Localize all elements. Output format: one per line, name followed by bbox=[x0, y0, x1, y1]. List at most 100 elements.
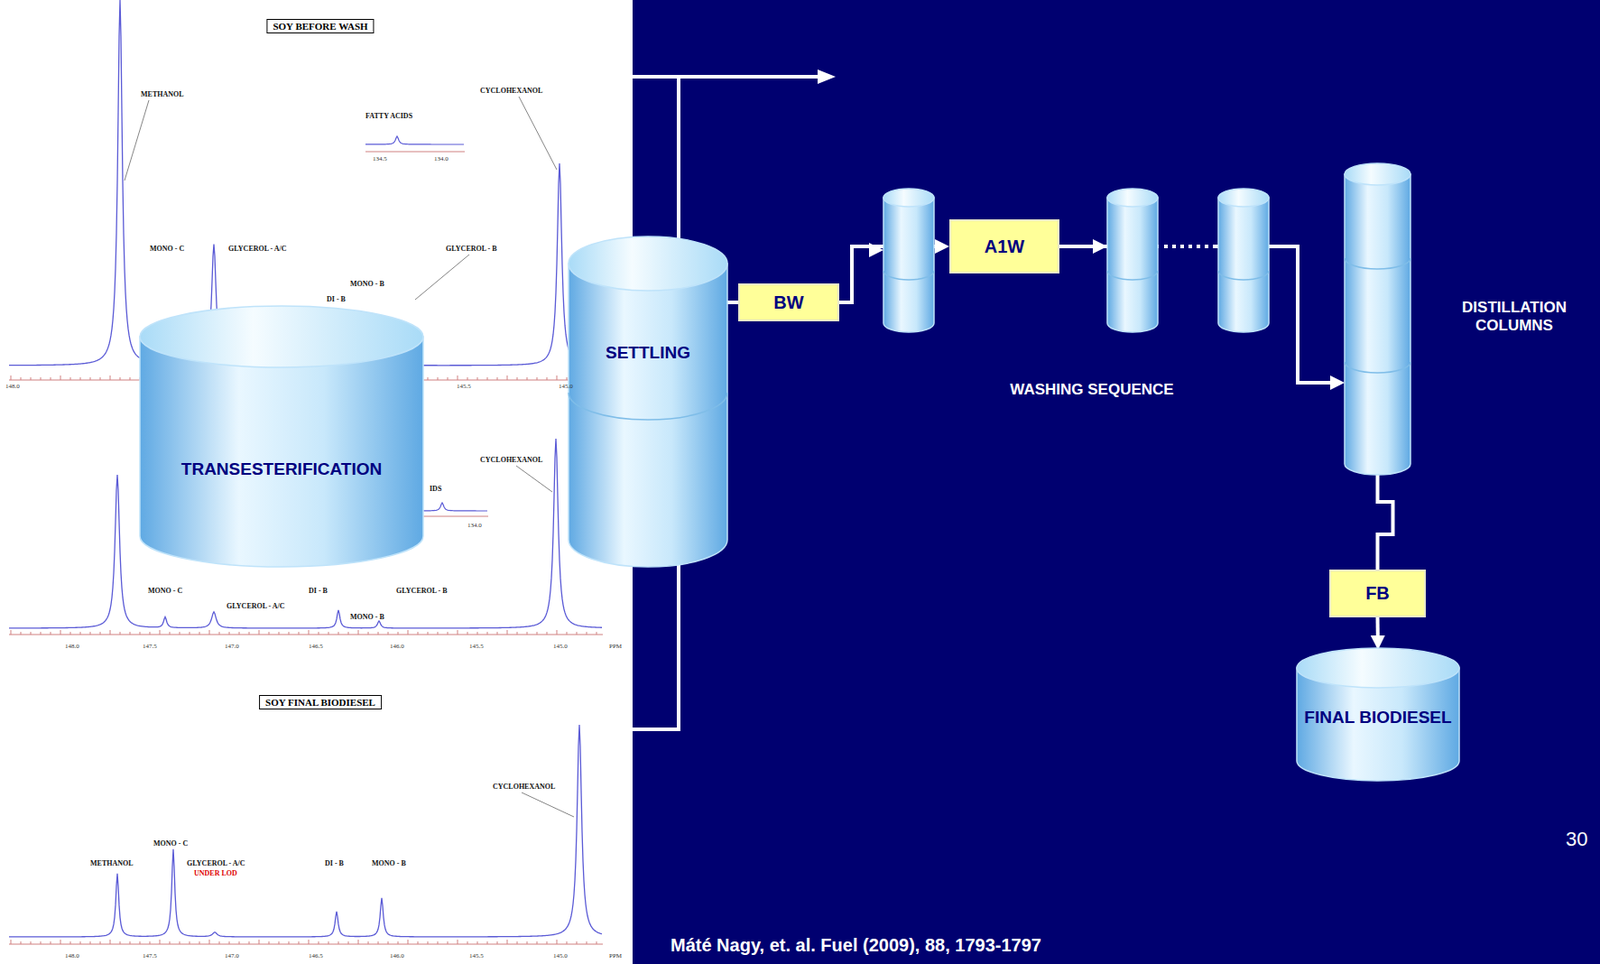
cylinder-top bbox=[1296, 647, 1460, 688]
axis-value: 134.5 bbox=[372, 155, 388, 163]
peak-label: MONO - C bbox=[149, 244, 185, 253]
cylinder-body bbox=[139, 336, 424, 567]
axis-tick bbox=[447, 941, 449, 944]
cylinder-divider bbox=[1344, 361, 1411, 373]
washing-cylinder bbox=[1218, 188, 1269, 333]
axis-tick bbox=[497, 631, 499, 635]
axis-tick bbox=[507, 629, 509, 635]
axis-tick bbox=[427, 941, 429, 944]
peak-label: IDS bbox=[429, 484, 442, 493]
axis-tick bbox=[298, 941, 300, 944]
axis-value: 134.0 bbox=[434, 155, 449, 163]
axis-tick bbox=[90, 941, 92, 944]
axis-tick bbox=[566, 941, 568, 944]
axis-tick bbox=[338, 631, 340, 635]
axis-tick bbox=[40, 941, 42, 944]
axis-tick bbox=[80, 631, 82, 635]
axis-tick bbox=[368, 631, 370, 635]
axis-tick bbox=[427, 631, 429, 635]
axis-tick bbox=[586, 631, 588, 635]
axis-tick bbox=[60, 375, 62, 380]
axis-tick bbox=[477, 941, 479, 944]
axis-tick bbox=[437, 631, 439, 635]
arrow-head bbox=[817, 69, 836, 84]
axis-tick bbox=[328, 631, 330, 635]
peak-label: GLYCEROL - A/C bbox=[186, 859, 246, 868]
axis-tick bbox=[278, 941, 280, 944]
axis-tick bbox=[586, 941, 588, 944]
axis-tick bbox=[487, 631, 489, 635]
dot bbox=[1196, 244, 1201, 249]
axis-tick bbox=[219, 631, 221, 635]
axis-tick bbox=[30, 631, 32, 635]
citation: Máté Nagy, et. al. Fuel (2009), 88, 1793… bbox=[670, 934, 1042, 956]
axis-tick bbox=[308, 629, 310, 635]
cylinder-top bbox=[883, 188, 935, 207]
peak-label: DI - B bbox=[324, 859, 344, 868]
axis-tick bbox=[497, 941, 499, 944]
inset-axis bbox=[423, 516, 489, 518]
axis-tick bbox=[120, 377, 121, 380]
cylinder-body bbox=[1107, 197, 1158, 333]
axis-tick bbox=[467, 631, 469, 635]
peak-label: MONO - B bbox=[350, 612, 385, 621]
axis-tick bbox=[30, 941, 32, 944]
axis-value: 134.0 bbox=[467, 521, 482, 529]
axis-tick bbox=[110, 629, 111, 635]
axis-tick bbox=[517, 377, 518, 380]
axis-tick bbox=[219, 941, 221, 944]
washing-cylinder bbox=[1107, 188, 1158, 333]
axis-tick bbox=[338, 941, 340, 944]
axis-value: 147.0 bbox=[224, 642, 240, 650]
axis-tick bbox=[536, 631, 538, 635]
axis-tick bbox=[517, 631, 518, 635]
axis-tick bbox=[169, 631, 171, 635]
axis-tick bbox=[288, 941, 290, 944]
spectrum-axis bbox=[9, 634, 603, 636]
spectrum-axis bbox=[9, 943, 603, 945]
axis-tick bbox=[388, 941, 389, 944]
cylinder-body bbox=[1344, 174, 1411, 475]
axis-value: 146.0 bbox=[389, 952, 405, 960]
axis-tick bbox=[100, 377, 102, 380]
axis-value: 146.5 bbox=[308, 642, 324, 650]
axis-tick bbox=[239, 941, 241, 944]
axis-tick bbox=[80, 377, 82, 380]
axis-tick bbox=[507, 375, 509, 380]
axis-tick bbox=[50, 941, 52, 944]
axis-tick bbox=[467, 377, 469, 380]
axis-tick bbox=[229, 941, 231, 944]
washing-cylinder bbox=[883, 188, 935, 333]
peak-label: MONO - B bbox=[371, 859, 407, 868]
axis-tick bbox=[258, 939, 260, 944]
axis-tick bbox=[249, 631, 250, 635]
cylinder-shape bbox=[1344, 163, 1411, 475]
axis-tick bbox=[546, 941, 548, 944]
inset-trace bbox=[365, 136, 464, 145]
axis-tick bbox=[110, 939, 111, 944]
leader-line bbox=[124, 100, 149, 181]
axis-tick bbox=[348, 941, 350, 944]
axis-tick bbox=[10, 629, 12, 635]
peak-label: MONO - C bbox=[153, 839, 188, 848]
stream-box: FB bbox=[1329, 569, 1426, 618]
axis-tick bbox=[378, 941, 380, 944]
vessel-cylinder: TRANSESTERIFICATION bbox=[139, 305, 424, 567]
dot bbox=[1204, 244, 1209, 249]
axis-tick bbox=[149, 631, 151, 635]
axis-tick bbox=[397, 941, 399, 944]
vessel-cylinder: FINAL BIODIESEL bbox=[1296, 647, 1460, 781]
axis-tick bbox=[328, 941, 330, 944]
dot bbox=[1188, 244, 1193, 249]
cylinder-body bbox=[883, 197, 935, 333]
axis-tick bbox=[50, 631, 52, 635]
axis-tick bbox=[209, 629, 211, 635]
axis-tick bbox=[129, 377, 131, 380]
axis-tick bbox=[80, 941, 82, 944]
axis-tick bbox=[120, 631, 121, 635]
axis-tick bbox=[100, 631, 102, 635]
axis-value: 145.0 bbox=[558, 382, 574, 390]
cylinder-top bbox=[1344, 163, 1411, 185]
axis-tick bbox=[536, 377, 538, 380]
axis-tick bbox=[209, 939, 211, 944]
